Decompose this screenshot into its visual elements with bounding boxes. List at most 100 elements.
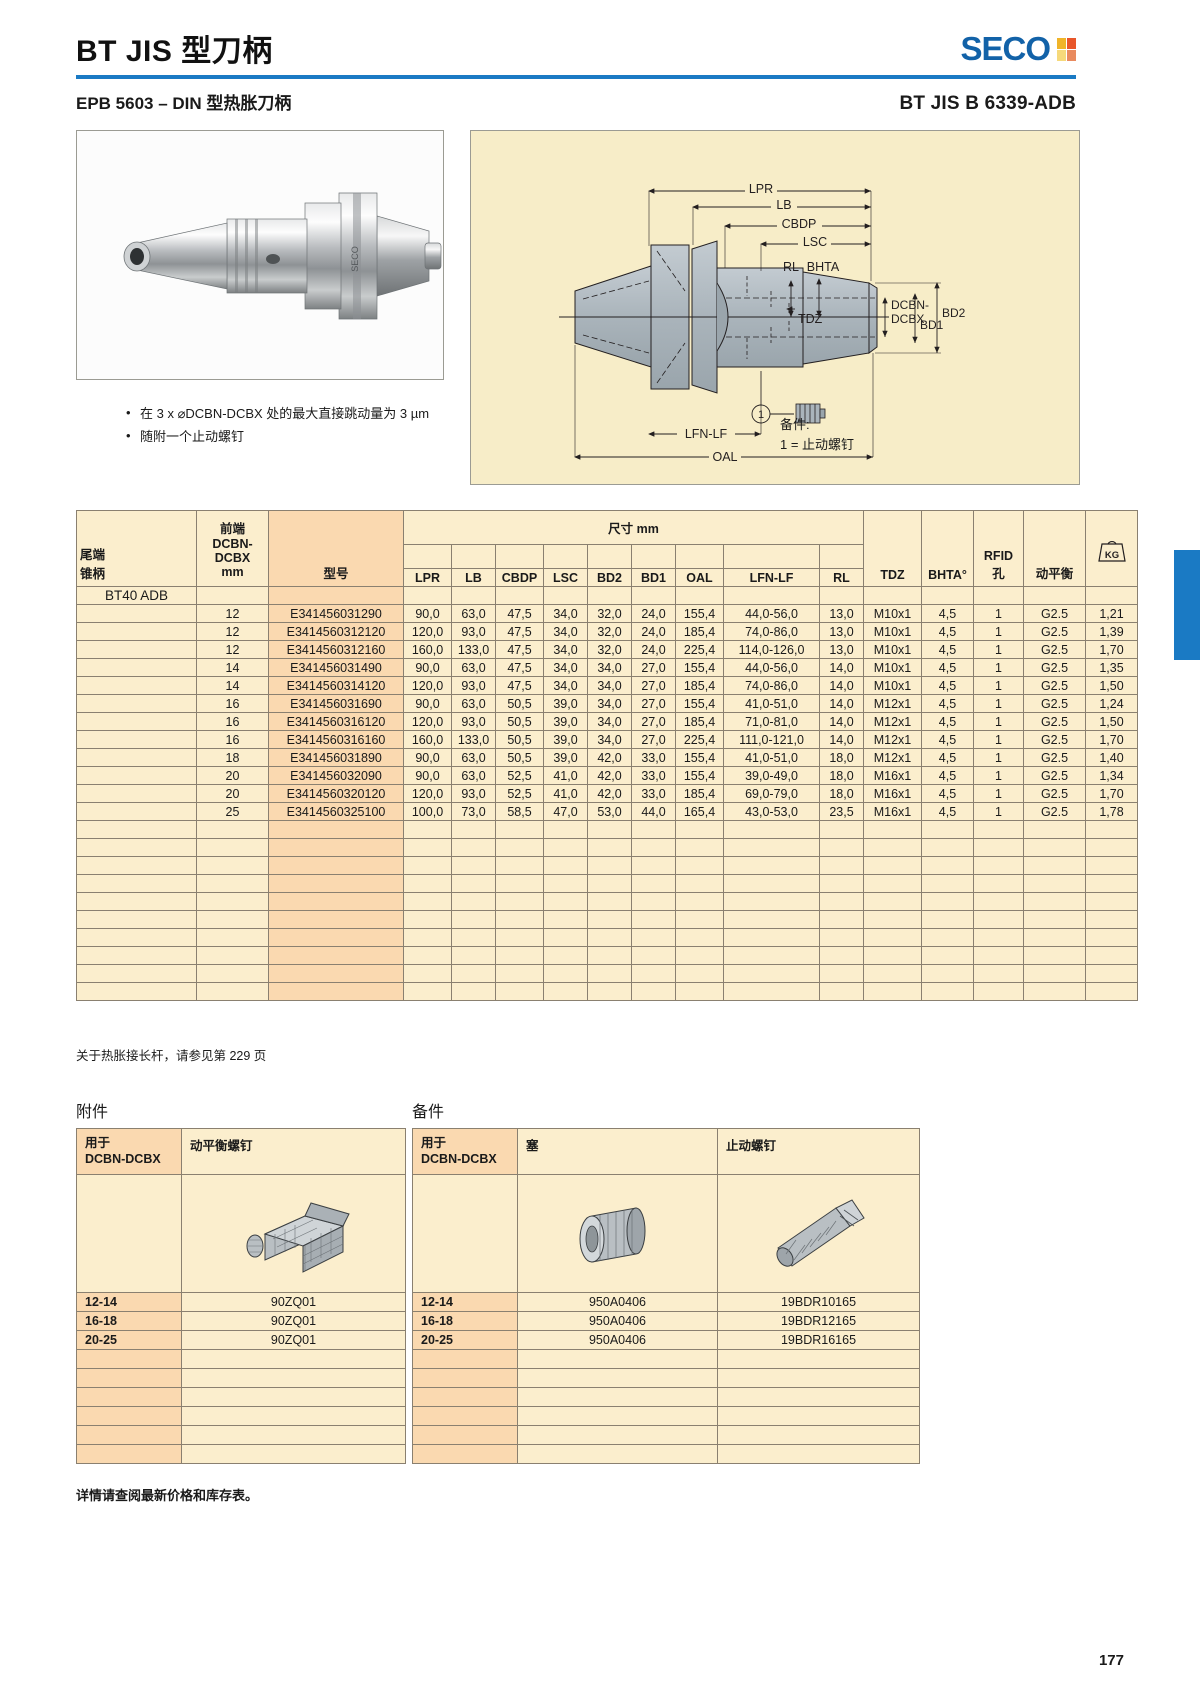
- cell-lsc: 39,0: [543, 712, 588, 731]
- group-blank-order: [268, 586, 404, 605]
- empty-cell: [403, 946, 452, 965]
- cell-lsc: 41,0: [543, 784, 588, 803]
- cell-rl: 14,0: [819, 676, 864, 695]
- brand-color-blocks: [1057, 37, 1076, 61]
- empty-cell: [717, 1443, 920, 1464]
- cell-kg: 1,70: [1085, 640, 1138, 659]
- cell-rfid: 1: [973, 658, 1024, 677]
- cell-order-no[interactable]: E341456031490: [268, 658, 404, 677]
- spare-plug-code[interactable]: 950A0406: [517, 1329, 718, 1350]
- cell-taper: [76, 658, 197, 677]
- empty-cell: [717, 1405, 920, 1426]
- dim-label-bhta: BHTA: [807, 260, 840, 274]
- cell-bd1: 24,0: [631, 622, 676, 641]
- empty-cell: [587, 838, 632, 857]
- empty-cell: [196, 820, 269, 839]
- cell-lb: 93,0: [451, 676, 496, 695]
- empty-cell: [863, 982, 922, 1001]
- footer-note: 详情请查阅最新价格和库存表。: [76, 1488, 259, 1503]
- cell-lfnlf: 74,0-86,0: [723, 676, 820, 695]
- feature-bullets: 在 3 x ⌀DCBN-DCBX 处的最大直接跳动量为 3 µm 随附一个止动螺…: [86, 402, 476, 449]
- spare-screw-code[interactable]: 19BDR10165: [717, 1291, 920, 1312]
- acc-code[interactable]: 90ZQ01: [181, 1329, 406, 1350]
- empty-cell: [631, 946, 676, 965]
- col-rfid-line1: RFID: [983, 549, 1014, 563]
- empty-cell: [675, 874, 724, 893]
- empty-cell: [196, 946, 269, 965]
- cell-lb: 93,0: [451, 622, 496, 641]
- cell-taper: [76, 694, 197, 713]
- cell-rl: 13,0: [819, 622, 864, 641]
- acc-range: 16-18: [76, 1310, 182, 1331]
- cell-order-no[interactable]: E3414560314120: [268, 676, 404, 695]
- cell-lb: 63,0: [451, 658, 496, 677]
- empty-cell: [543, 946, 588, 965]
- col-order-no: 型号: [268, 510, 404, 587]
- cell-rl: 14,0: [819, 694, 864, 713]
- spare-screw-code[interactable]: 19BDR16165: [717, 1329, 920, 1350]
- cell-order-no[interactable]: E3414560316120: [268, 712, 404, 731]
- spare-plug-code[interactable]: 950A0406: [517, 1291, 718, 1312]
- cell-order-no[interactable]: E341456031290: [268, 604, 404, 623]
- spare-col-for: 用于 DCBN-DCBX: [412, 1128, 518, 1175]
- cell-order-no[interactable]: E341456031690: [268, 694, 404, 713]
- empty-cell: [631, 928, 676, 947]
- cell-order-no[interactable]: E3414560320120: [268, 784, 404, 803]
- cell-order-no[interactable]: E3414560312120: [268, 622, 404, 641]
- callout-number-1: 1: [758, 409, 764, 421]
- spare-range: 12-14: [412, 1291, 518, 1312]
- empty-cell: [495, 982, 544, 1001]
- cell-order-no[interactable]: E341456032090: [268, 766, 404, 785]
- empty-cell: [1023, 964, 1086, 983]
- table-empty-row: [76, 946, 1138, 965]
- acc-code[interactable]: 90ZQ01: [181, 1291, 406, 1312]
- empty-cell: [1023, 946, 1086, 965]
- cell-order-no[interactable]: E3414560316160: [268, 730, 404, 749]
- col-cbdp: CBDP: [495, 568, 544, 587]
- cell-lsc: 39,0: [543, 694, 588, 713]
- cell-order-no[interactable]: E3414560325100: [268, 802, 404, 821]
- cell-lb: 93,0: [451, 712, 496, 731]
- cell-dcbx: 16: [196, 712, 269, 731]
- bullet-item: 随附一个止动螺钉: [126, 425, 476, 449]
- cell-bd2: 42,0: [587, 748, 632, 767]
- empty-cell: [819, 892, 864, 911]
- cell-bd1: 24,0: [631, 640, 676, 659]
- cell-order-no[interactable]: E341456031890: [268, 748, 404, 767]
- cell-oal: 165,4: [675, 802, 724, 821]
- empty-cell: [717, 1424, 920, 1445]
- empty-cell: [921, 946, 974, 965]
- cell-lsc: 34,0: [543, 622, 588, 641]
- cell-lsc: 41,0: [543, 766, 588, 785]
- spare-screw-code[interactable]: 19BDR12165: [717, 1310, 920, 1331]
- empty-cell: [268, 928, 404, 947]
- cell-order-no[interactable]: E3414560312160: [268, 640, 404, 659]
- cell-bd2: 34,0: [587, 712, 632, 731]
- col-lfnlf: LFN-LF: [723, 568, 820, 587]
- empty-cell: [631, 820, 676, 839]
- table-empty-row: [76, 874, 1138, 893]
- table-empty-row: [76, 838, 1138, 857]
- empty-cell: [723, 856, 820, 875]
- acc-code[interactable]: 90ZQ01: [181, 1310, 406, 1331]
- cell-bd1: 33,0: [631, 766, 676, 785]
- spare-plug-code[interactable]: 950A0406: [517, 1310, 718, 1331]
